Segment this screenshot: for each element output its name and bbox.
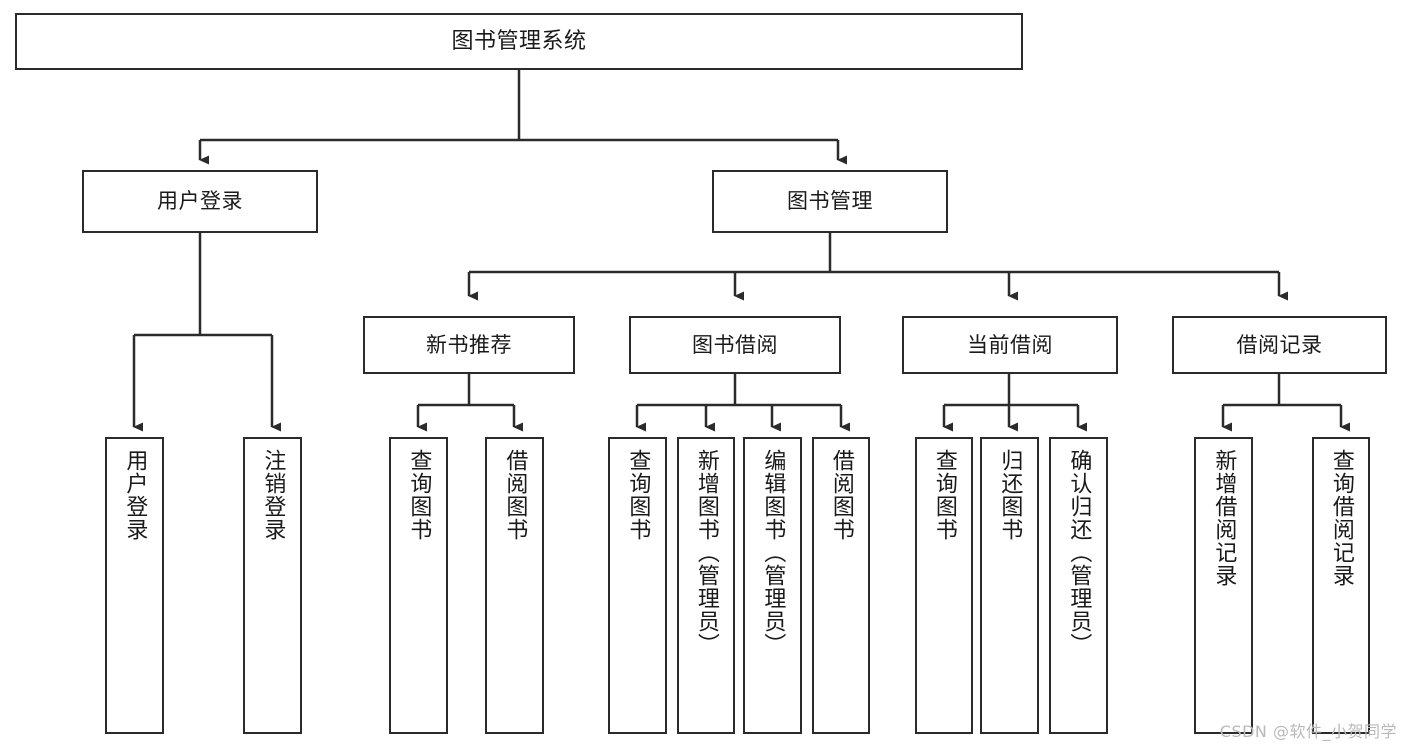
node-book-management-label: 图书管理 [787,189,873,214]
node-leaf-user-login[interactable]: 用户登录 [105,437,164,734]
node-leaf-logout[interactable]: 注销登录 [243,437,302,734]
node-current-borrow-label: 当前借阅 [967,332,1053,357]
node-leaf-borrow-book-2[interactable]: 借阅图书 [812,437,870,734]
node-leaf-query-book-1-label: 查询图书 [406,449,432,541]
node-borrow-record-label: 借阅记录 [1236,332,1323,357]
node-leaf-return-book-label: 归还图书 [997,449,1023,541]
node-leaf-add-book-admin[interactable]: 新增图书（管理员） [677,437,735,734]
node-leaf-add-borrow-record-label: 新增借阅记录 [1211,449,1237,587]
node-user-login[interactable]: 用户登录 [82,170,318,233]
node-leaf-return-book[interactable]: 归还图书 [980,437,1039,734]
node-leaf-confirm-return-admin-label: 确认归还（管理员） [1066,449,1092,656]
node-leaf-query-borrow-record[interactable]: 查询借阅记录 [1312,437,1370,734]
node-leaf-borrow-book-2-label: 借阅图书 [828,449,854,541]
node-leaf-edit-book-admin-label: 编辑图书（管理员） [760,449,786,656]
node-leaf-query-book-3[interactable]: 查询图书 [915,437,973,734]
node-leaf-query-book-3-label: 查询图书 [931,449,957,541]
node-leaf-borrow-book-1[interactable]: 借阅图书 [485,437,544,734]
node-leaf-borrow-book-1-label: 借阅图书 [502,449,528,541]
node-leaf-query-borrow-record-label: 查询借阅记录 [1328,449,1354,587]
node-leaf-query-book-2-label: 查询图书 [625,449,651,541]
node-leaf-query-book-2[interactable]: 查询图书 [608,437,667,734]
node-user-login-label: 用户登录 [157,189,243,214]
node-book-borrow-label: 图书借阅 [692,332,778,357]
node-leaf-logout-label: 注销登录 [260,449,286,541]
node-root-label: 图书管理系统 [451,28,587,54]
node-current-borrow[interactable]: 当前借阅 [902,316,1118,374]
node-leaf-edit-book-admin[interactable]: 编辑图书（管理员） [743,437,802,734]
node-leaf-confirm-return-admin[interactable]: 确认归还（管理员） [1049,437,1108,734]
node-root[interactable]: 图书管理系统 [15,13,1023,70]
node-book-management[interactable]: 图书管理 [712,170,948,233]
node-new-book-recommend-label: 新书推荐 [426,332,512,357]
node-leaf-add-book-admin-label: 新增图书（管理员） [693,449,719,656]
node-leaf-user-login-label: 用户登录 [122,449,148,541]
node-leaf-query-book-1[interactable]: 查询图书 [389,437,448,734]
node-leaf-add-borrow-record[interactable]: 新增借阅记录 [1194,437,1253,734]
node-borrow-record[interactable]: 借阅记录 [1172,316,1387,374]
node-book-borrow[interactable]: 图书借阅 [629,316,841,374]
node-new-book-recommend[interactable]: 新书推荐 [363,316,575,374]
